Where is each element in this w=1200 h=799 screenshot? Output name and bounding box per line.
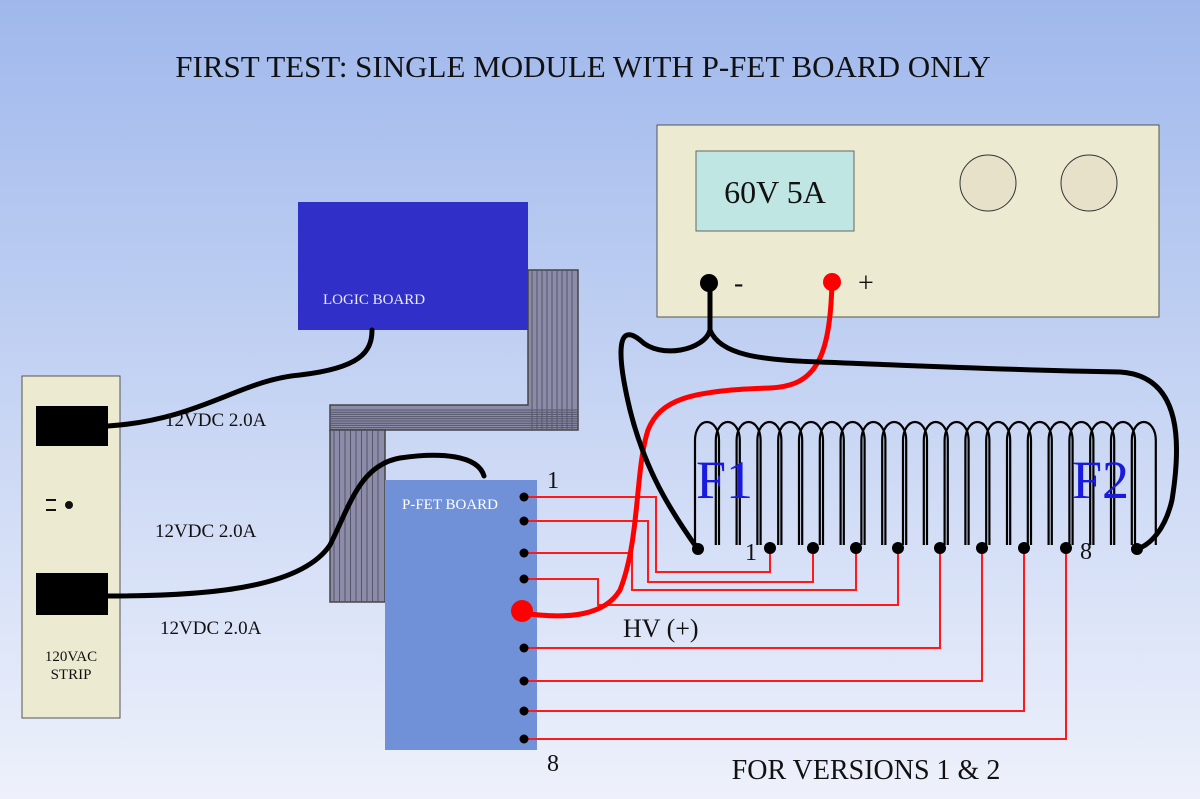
coil-tap <box>807 542 819 554</box>
tap-wire <box>524 520 814 583</box>
supply-label-pfet: 12VDC 2.0A <box>160 618 262 639</box>
pfet-pin <box>519 706 529 716</box>
coil-tap <box>1018 542 1030 554</box>
coil-turn <box>756 420 783 545</box>
coil-tap-first-label: 1 <box>745 540 757 566</box>
coil-tap <box>934 542 946 554</box>
coil-turn <box>1026 420 1053 545</box>
strip-label-line2: STRIP <box>51 667 92 683</box>
pfet-board-label: P-FET BOARD <box>402 497 498 513</box>
coil-turn <box>881 420 908 545</box>
tap-wire <box>524 548 899 606</box>
supply-negative-terminal <box>700 274 718 292</box>
negative-wire <box>618 280 1180 552</box>
filament-f2-label: F2 <box>1072 450 1129 510</box>
outlet-symbol-icon <box>46 499 73 511</box>
hv-label: HV (+) <box>623 614 699 643</box>
supply-label-logic: 12VDC 2.0A <box>165 410 267 431</box>
pfet-pin <box>519 643 529 653</box>
supply-knob-1 <box>959 154 1017 212</box>
coil-turn <box>985 420 1012 545</box>
tap-wire <box>524 548 983 682</box>
pfet-pin-last-label: 8 <box>547 751 559 777</box>
footer-note: FOR VERSIONS 1 & 2 <box>732 755 1001 786</box>
coil-turn <box>818 420 845 545</box>
supply-label-strip: 12VDC 2.0A <box>155 521 257 542</box>
pfet-pin <box>519 574 529 584</box>
coil-turn <box>797 420 825 545</box>
coil-tap <box>764 542 776 554</box>
coil-tap <box>976 542 988 554</box>
supply-display-value: 60V 5A <box>724 174 826 210</box>
filament-f1-label: F1 <box>696 450 753 510</box>
coil-tap-last-label: 8 <box>1080 539 1092 565</box>
supply-positive-terminal <box>823 273 841 291</box>
strip-outlet-2 <box>36 573 108 615</box>
coil-turn <box>901 420 929 545</box>
pfet-pins <box>519 492 529 744</box>
coil-turn <box>1109 420 1137 545</box>
coil-turn <box>964 420 991 545</box>
strip-outlet-1 <box>36 406 108 446</box>
coil-taps <box>692 542 1143 555</box>
supply-minus-label: - <box>734 268 743 299</box>
pfet-pin <box>519 516 529 526</box>
coil-turn <box>1130 420 1157 545</box>
logic-board: LOGIC BOARD <box>298 202 528 330</box>
coil-turn <box>839 420 866 545</box>
filament-coil <box>693 420 1157 545</box>
pfet-hv-terminal <box>511 600 533 622</box>
coil-turn <box>1068 420 1095 545</box>
pfet-pin <box>519 734 529 744</box>
tap-wire <box>524 548 857 591</box>
supply-knob-2 <box>1060 154 1118 212</box>
coil-tap <box>850 542 862 554</box>
supply-display <box>695 150 855 232</box>
power-strip: 120VAC STRIP <box>21 375 121 719</box>
filament-end-f1 <box>692 543 704 555</box>
tap-wire <box>524 548 941 649</box>
pfet-pin <box>519 676 529 686</box>
coil-turn <box>1005 420 1033 545</box>
tap-wires <box>524 496 1067 740</box>
power-supply: 60V 5A - + <box>656 124 1160 318</box>
filament-end-f2 <box>1131 543 1143 555</box>
page-title: FIRST TEST: SINGLE MODULE WITH P-FET BOA… <box>175 49 990 84</box>
coil-tap <box>892 542 904 554</box>
coil-turn <box>1089 420 1116 545</box>
tap-wire <box>524 548 1025 712</box>
coil-turn <box>777 420 804 545</box>
strip-label-line1: 120VAC <box>45 649 97 665</box>
coil-turn <box>860 420 887 545</box>
pfet-pin-first-label: 1 <box>547 468 559 494</box>
tap-wire <box>524 548 1067 740</box>
pfet-pin <box>519 492 529 502</box>
tap-wire <box>524 496 771 573</box>
coil-turn <box>735 420 762 545</box>
coil-turn <box>693 420 721 545</box>
logic-board-label: LOGIC BOARD <box>323 292 425 308</box>
pfet-pin <box>519 548 529 558</box>
coil-tap <box>1060 542 1072 554</box>
supply-plus-label: + <box>858 268 874 299</box>
coil-turn <box>1047 420 1074 545</box>
coil-turn <box>922 420 949 545</box>
coil-turn <box>714 420 741 545</box>
pfet-board: P-FET BOARD <box>385 480 537 750</box>
hv-wire <box>519 279 835 619</box>
coil-turn <box>943 420 970 545</box>
dc-cables <box>105 327 487 599</box>
